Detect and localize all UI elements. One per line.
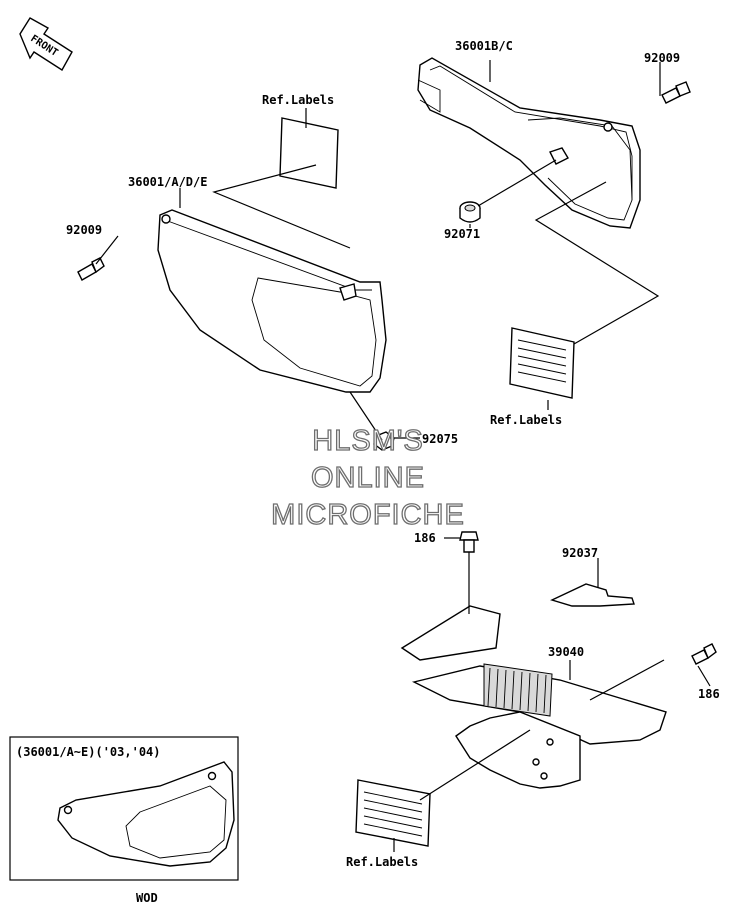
- clip-icon: [550, 583, 635, 607]
- bolt-icon: [459, 531, 479, 553]
- right-side-cover: [417, 57, 641, 229]
- callout-36001bc: 36001B/C: [455, 39, 513, 53]
- inset-title: (36001/A~E)('03,'04): [16, 745, 161, 759]
- callout-ref-labels-2: Ref.Labels: [490, 413, 562, 427]
- callout-92037: 92037: [562, 546, 598, 560]
- callout-ref-labels: Ref.Labels: [262, 93, 334, 107]
- callout-36001ade: 36001/A/D/E: [128, 175, 207, 189]
- inset-box: [9, 736, 239, 881]
- ref-label-sheet: [509, 327, 575, 399]
- callout-186-right: 186: [698, 687, 720, 701]
- callout-92009-left: 92009: [66, 223, 102, 237]
- bolt-icon: [661, 81, 691, 104]
- leader-lines: [95, 60, 711, 852]
- watermark-line-1: HLSM'S: [312, 425, 423, 457]
- watermark-line-2: ONLINE: [311, 462, 425, 494]
- front-arrow-icon: FRONT: [19, 17, 73, 71]
- heat-guard: [400, 605, 667, 789]
- callout-ref-labels-3: Ref.Labels: [346, 855, 418, 869]
- watermark: HLSM'S ONLINE MICROFICHE: [271, 424, 465, 531]
- left-side-cover: [157, 209, 387, 393]
- bolt-icon: [77, 257, 105, 281]
- ref-label-sheet: [279, 117, 339, 189]
- callout-92009: 92009: [644, 51, 680, 65]
- callout-92075: 92075: [422, 432, 458, 446]
- grommet-icon: [459, 201, 481, 223]
- callout-92071: 92071: [444, 227, 480, 241]
- bolt-icon: [691, 643, 717, 665]
- ref-label-sheet: [355, 779, 431, 847]
- watermark-line-3: MICROFICHE: [271, 499, 465, 531]
- callout-39040: 39040: [548, 645, 584, 659]
- callout-186-top: 186: [414, 531, 436, 545]
- model-label-wod: WOD: [136, 891, 158, 905]
